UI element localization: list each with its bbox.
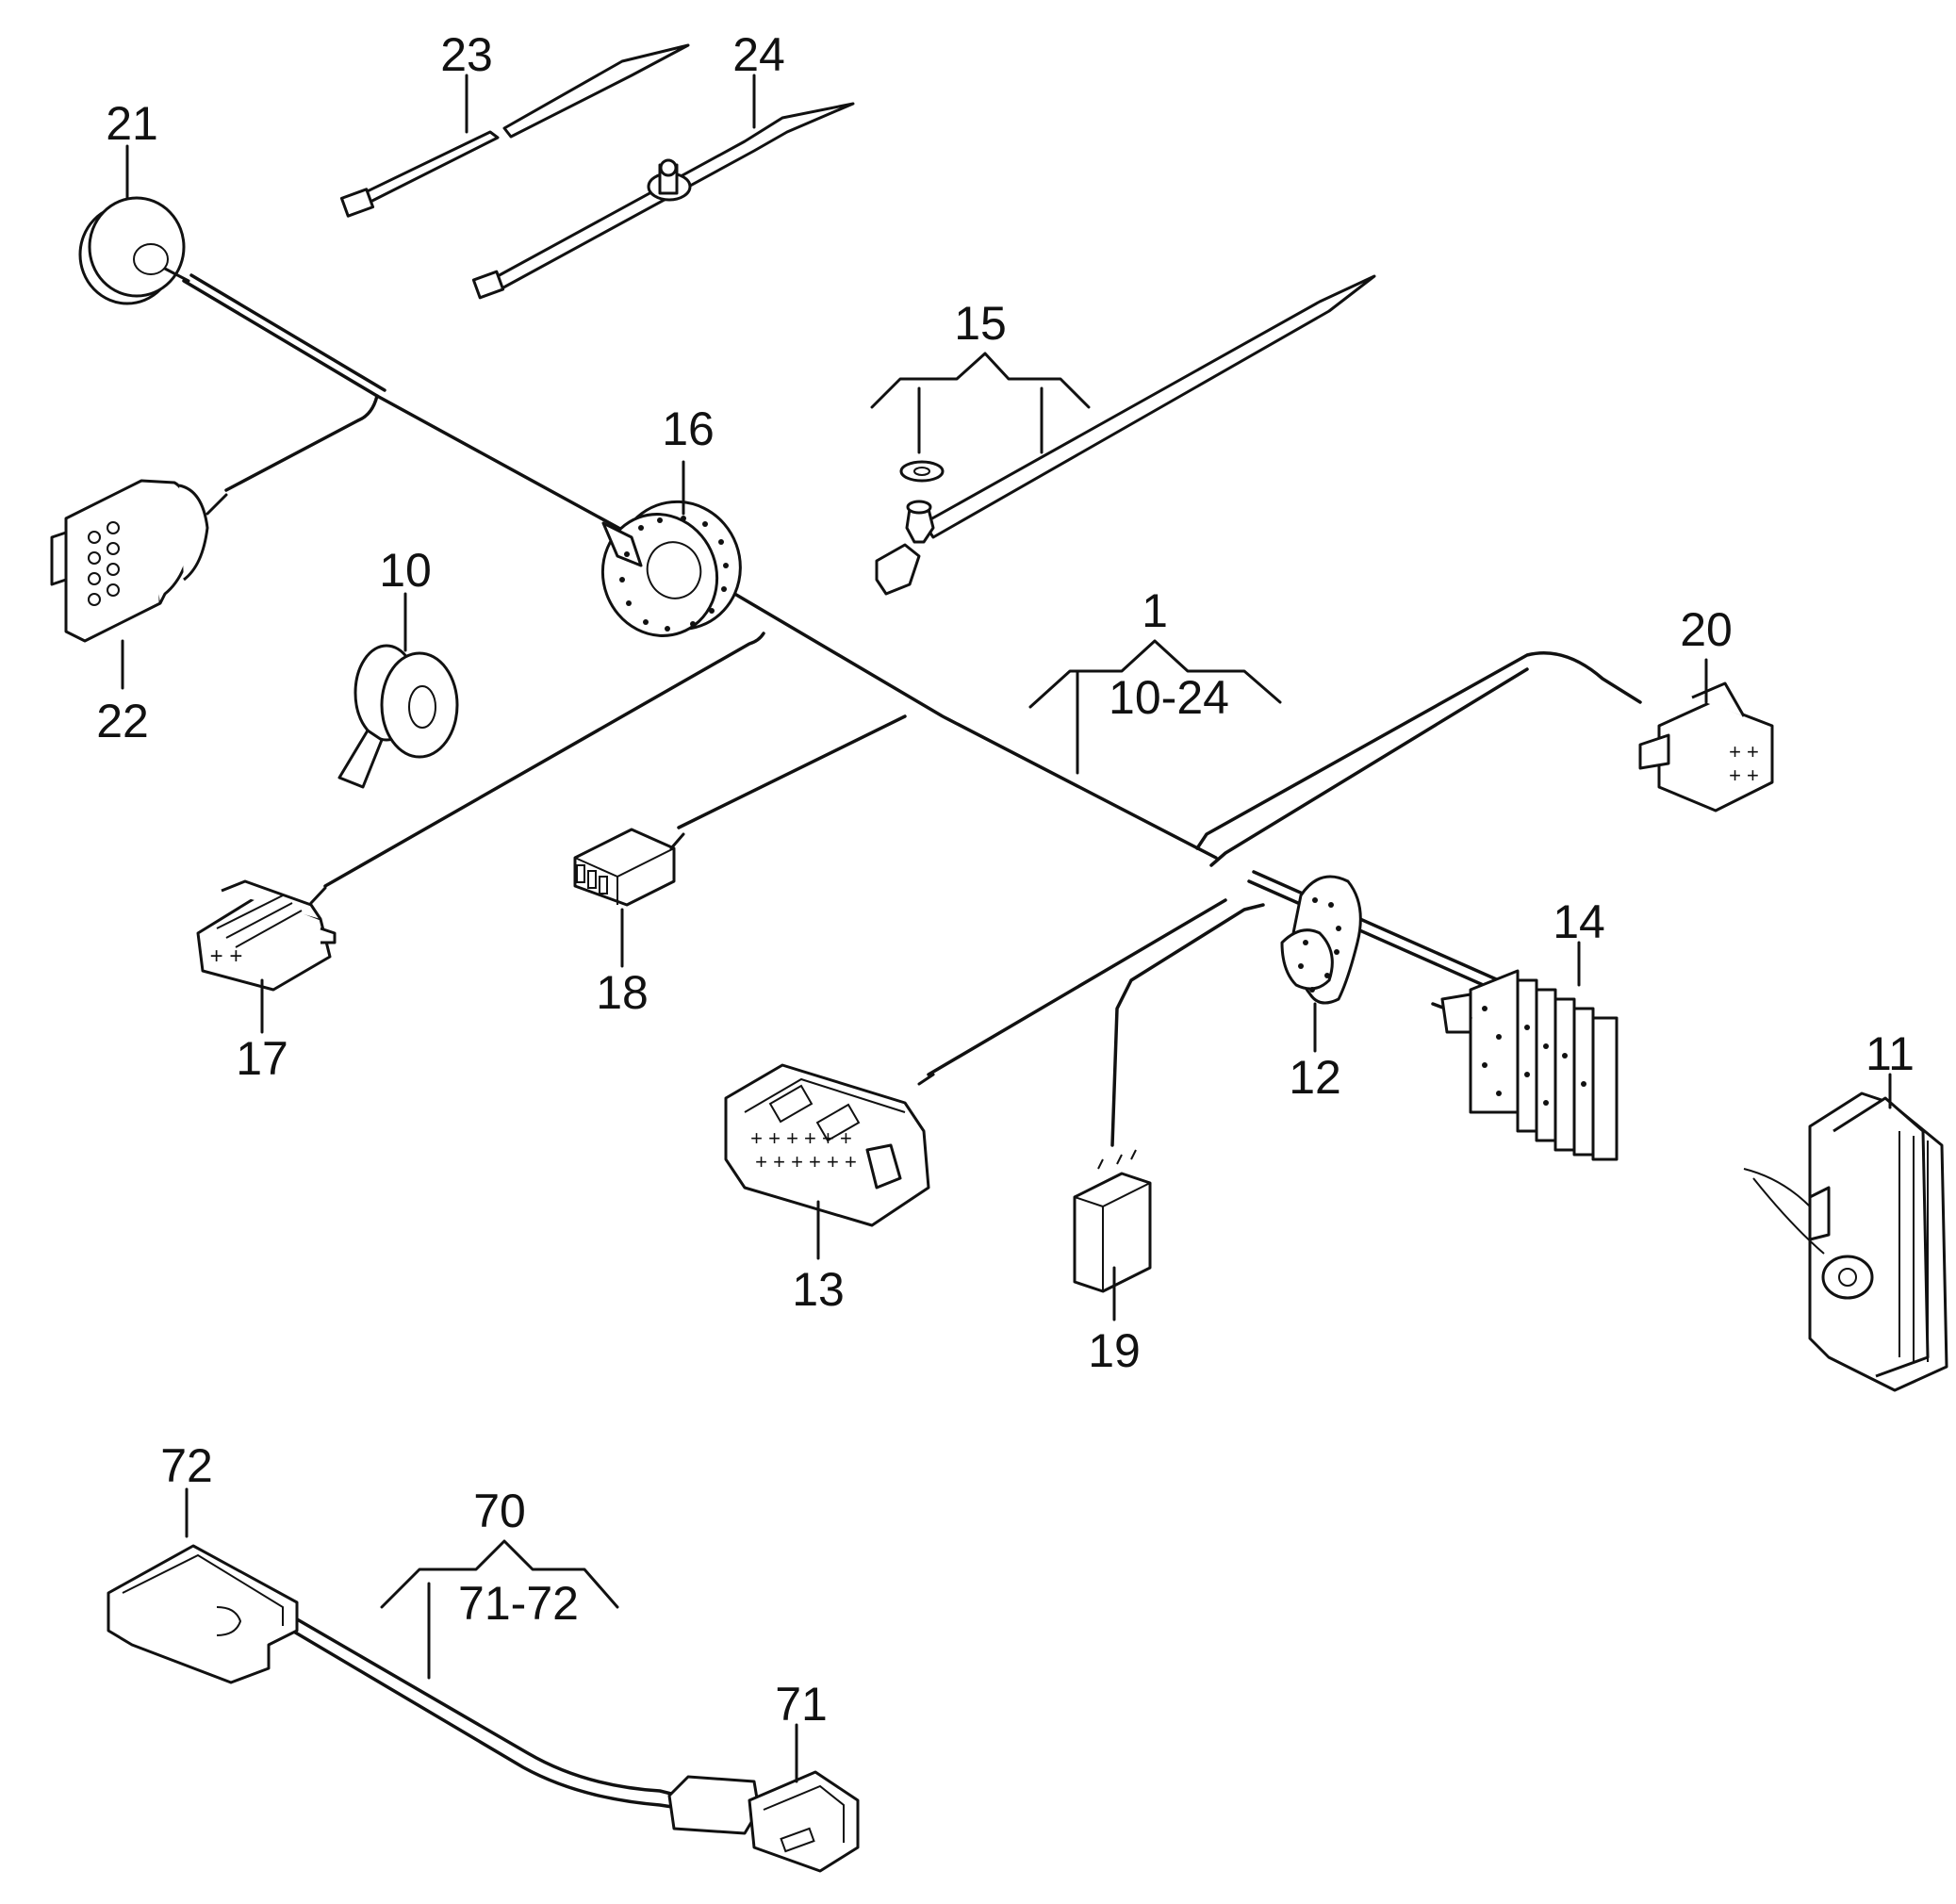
part-20-connector: + + + + bbox=[1638, 681, 1774, 812]
callout-70: 70 bbox=[473, 1485, 526, 1537]
leader-lines bbox=[121, 74, 1892, 1783]
part-18-small-connector bbox=[573, 828, 685, 907]
grommet-16-texture-dots bbox=[619, 516, 729, 632]
callout-1-range: 10-24 bbox=[1109, 671, 1229, 724]
svg-text:+ +: + + bbox=[210, 944, 243, 969]
callout-10: 10 bbox=[379, 544, 432, 597]
callout-22: 22 bbox=[96, 695, 149, 747]
part-13-connector: + + + + + + + + + + + + bbox=[724, 1063, 935, 1227]
callout-16: 16 bbox=[662, 402, 715, 455]
callout-20: 20 bbox=[1680, 603, 1733, 656]
callout-21: 21 bbox=[106, 97, 158, 150]
callout-14: 14 bbox=[1553, 895, 1605, 948]
part-16-grommet bbox=[600, 500, 742, 637]
callout-70-range: 71-72 bbox=[458, 1577, 579, 1630]
part-19-flat-connector bbox=[1073, 1149, 1152, 1293]
callout-13: 13 bbox=[792, 1263, 845, 1316]
callout-1: 1 bbox=[1142, 584, 1168, 637]
part-17-connector: + + bbox=[196, 879, 337, 992]
part-24-cable-tie-clip bbox=[471, 102, 855, 300]
bellows-14-texture-dots bbox=[1482, 1006, 1586, 1106]
grommet-12-texture-dots bbox=[1298, 897, 1341, 993]
part-21-round-connector bbox=[78, 196, 190, 305]
svg-text:+ + + + + +: + + + + + + bbox=[755, 1150, 857, 1174]
part-22-multipin-connector bbox=[50, 479, 228, 643]
part-15-cable-tie-with-holder bbox=[875, 274, 1376, 596]
callout-18: 18 bbox=[596, 966, 649, 1019]
part-14-bellows-grommet bbox=[1431, 969, 1619, 1161]
connector-22-pin-grid bbox=[88, 521, 120, 606]
svg-text:+ +: + + bbox=[1729, 740, 1759, 763]
callout-23: 23 bbox=[440, 28, 493, 81]
connector-11-pin-columns bbox=[1898, 1131, 1929, 1362]
part-10-tape-roll bbox=[337, 644, 459, 789]
callout-15: 15 bbox=[954, 297, 1007, 350]
part-12-grommet bbox=[1280, 875, 1362, 1005]
callout-11: 11 bbox=[1866, 1027, 1915, 1080]
part-70-repair-harness bbox=[290, 1615, 681, 1810]
callout-72: 72 bbox=[160, 1439, 213, 1492]
svg-text:+ +: + + bbox=[1729, 763, 1759, 787]
svg-text:+ + + + + +: + + + + + + bbox=[750, 1126, 852, 1150]
callout-labels: 1 10-24 10 11 12 13 14 15 16 17 18 19 20… bbox=[96, 28, 1915, 1731]
callout-12: 12 bbox=[1289, 1051, 1341, 1104]
callout-17: 17 bbox=[236, 1032, 288, 1085]
callout-24: 24 bbox=[732, 28, 785, 81]
callout-71: 71 bbox=[775, 1678, 828, 1731]
part-71-connector bbox=[667, 1770, 860, 1873]
part-23-cable-tie bbox=[339, 43, 690, 218]
part-72-connector bbox=[107, 1544, 299, 1684]
part-11-ecu-connector bbox=[1743, 1092, 1948, 1392]
callout-19: 19 bbox=[1088, 1324, 1141, 1377]
